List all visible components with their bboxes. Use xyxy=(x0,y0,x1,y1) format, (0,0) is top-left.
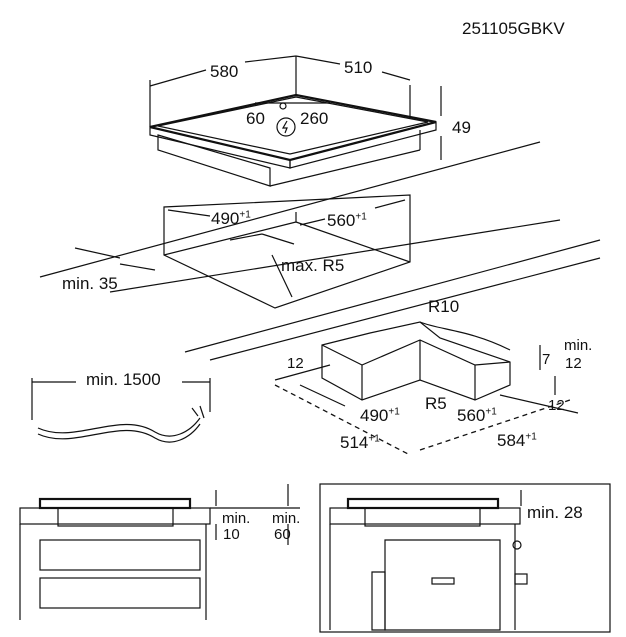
right-min-label: min. 28 xyxy=(527,503,583,522)
frame-r10-label: R10 xyxy=(428,297,460,316)
cutout-width-label: 490+1 xyxy=(211,209,251,228)
cable-length-label: min. 1500 xyxy=(86,370,161,389)
hob-depth-label: 510 xyxy=(344,58,373,77)
frame-ow-label: 514+1 xyxy=(340,433,380,452)
frame-d-label: 560+1 xyxy=(457,406,497,425)
cable-drawing xyxy=(31,378,211,443)
section-right-drawing xyxy=(319,483,611,633)
cutout-radius-label: max. R5 xyxy=(281,256,345,275)
cable-right-label: 260 xyxy=(300,109,329,128)
frame-right12-label: 12 xyxy=(548,397,565,414)
worktop-drawing xyxy=(39,141,601,361)
left-min-b-label: min. xyxy=(272,510,301,527)
hob-height-label: 49 xyxy=(452,118,471,137)
document-code: 251105GBKV xyxy=(462,19,565,38)
frame-side12-label: 12 xyxy=(565,355,582,372)
cable-left-label: 60 xyxy=(246,109,265,128)
frame-drawing xyxy=(274,321,579,456)
frame-w-label: 490+1 xyxy=(360,406,400,425)
hob-drawing xyxy=(149,55,442,187)
cutout-depth-label: 560+1 xyxy=(327,211,367,230)
left-val-a-label: 10 xyxy=(223,526,240,543)
hob-width-label: 580 xyxy=(210,62,239,81)
left-val-b-label: 60 xyxy=(274,526,291,543)
left-min-a-label: min. xyxy=(222,510,251,527)
frame-side7-label: 7 xyxy=(542,351,551,368)
frame-od-label: 584+1 xyxy=(497,431,537,450)
frame-side-min-label: min. xyxy=(564,337,593,354)
section-left-drawing xyxy=(19,484,300,620)
min-front-label: min. 35 xyxy=(62,274,118,293)
frame-r5-label: R5 xyxy=(425,394,447,413)
frame-left12-label: 12 xyxy=(287,355,304,372)
